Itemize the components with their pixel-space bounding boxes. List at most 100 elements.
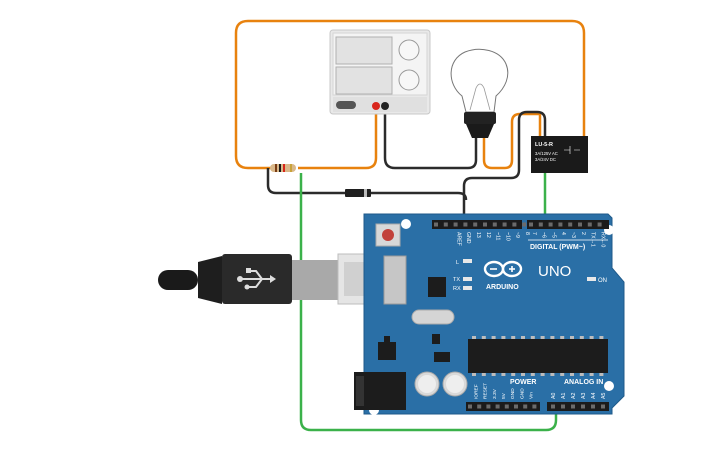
header-pin-socket[interactable] bbox=[495, 404, 500, 409]
reset-button-cap[interactable] bbox=[382, 229, 394, 241]
usb-icon bbox=[237, 268, 276, 290]
led-tx bbox=[463, 277, 472, 281]
chip-pin bbox=[511, 336, 516, 339]
digital-pin-socket[interactable] bbox=[538, 222, 543, 227]
current-display bbox=[335, 66, 393, 95]
digital-pin-socket[interactable] bbox=[453, 222, 458, 227]
chip-pin bbox=[530, 373, 535, 376]
wire-orange-supply[interactable] bbox=[298, 110, 378, 170]
wire-black-resistor-diode[interactable] bbox=[266, 168, 345, 195]
digital-pin-socket[interactable] bbox=[492, 222, 497, 227]
chip-pin bbox=[550, 373, 555, 376]
resistor[interactable] bbox=[270, 164, 296, 172]
voltage-knob[interactable] bbox=[398, 39, 420, 61]
digital-header-2[interactable] bbox=[527, 220, 609, 229]
chip-pin bbox=[481, 336, 486, 339]
relay[interactable]: LU-5-R 3A/125V AC 3A/24V DC bbox=[531, 136, 588, 173]
digital-pin-socket[interactable] bbox=[473, 222, 478, 227]
wire-orange-bulb[interactable] bbox=[482, 112, 542, 170]
header-pin-socket[interactable] bbox=[581, 404, 585, 409]
power-switch[interactable] bbox=[336, 101, 356, 109]
digital-pin-dots[interactable] bbox=[434, 222, 602, 227]
crystal bbox=[411, 309, 455, 325]
digital-pin-socket[interactable] bbox=[568, 222, 573, 227]
usb-cable[interactable] bbox=[158, 253, 385, 305]
digital-pin-socket[interactable] bbox=[512, 222, 517, 227]
bottom-pin-dots[interactable] bbox=[468, 404, 605, 409]
header-pin-socket[interactable] bbox=[504, 404, 509, 409]
atmega-chip bbox=[468, 339, 608, 373]
power-supply[interactable] bbox=[329, 29, 431, 115]
chip-pin bbox=[491, 336, 496, 339]
chip-pin bbox=[491, 373, 496, 376]
digital-pin-label: ~3 bbox=[570, 232, 576, 238]
digital-pin-label: TX→1 bbox=[590, 232, 596, 247]
digital-pin-label: 12 bbox=[485, 232, 491, 238]
digital-pin-socket[interactable] bbox=[529, 222, 533, 227]
chip-pin bbox=[481, 373, 486, 376]
header-pin-socket[interactable] bbox=[514, 404, 518, 409]
board-brand: ARDUINO bbox=[486, 284, 519, 291]
led-rx-label: RX bbox=[453, 286, 461, 292]
current-knob[interactable] bbox=[398, 69, 420, 91]
header-pin-socket[interactable] bbox=[591, 404, 595, 409]
digital-pin-socket[interactable] bbox=[522, 222, 527, 227]
power-pin-label: 3.3V bbox=[492, 388, 498, 399]
analog-pin-label: A2 bbox=[571, 393, 577, 399]
board-name: UNO bbox=[538, 263, 571, 280]
digital-pin-socket[interactable] bbox=[578, 222, 582, 227]
header-pin-socket[interactable] bbox=[571, 404, 575, 409]
digital-label: DIGITAL (PWM~) bbox=[530, 244, 585, 251]
digital-pin-socket[interactable] bbox=[597, 222, 602, 227]
header-pin-socket[interactable] bbox=[477, 404, 482, 409]
chip-pin bbox=[521, 373, 525, 376]
digital-pin-label: ~11 bbox=[495, 232, 501, 241]
wire-black-relay-gnd[interactable] bbox=[462, 110, 547, 222]
chip-pin bbox=[472, 336, 476, 339]
led-rx bbox=[463, 286, 472, 290]
led-tx-label: TX bbox=[453, 277, 460, 283]
digital-pin-socket[interactable] bbox=[463, 222, 468, 227]
wire-green-resistor-a0[interactable] bbox=[299, 173, 558, 432]
digital-pin-socket[interactable] bbox=[434, 222, 438, 227]
infinity-logo-icon bbox=[483, 260, 523, 278]
digital-pin-label: ~6 bbox=[541, 232, 547, 238]
analog-pin-label: A0 bbox=[551, 393, 557, 399]
digital-pin-socket[interactable] bbox=[443, 222, 448, 227]
led-l bbox=[463, 259, 472, 263]
analog-pin-label: A3 bbox=[581, 393, 587, 399]
chip-pin bbox=[472, 373, 476, 376]
power-pin-label: RESET bbox=[483, 383, 489, 399]
light-bulb-icon[interactable] bbox=[450, 48, 509, 138]
supply-negative-terminal[interactable] bbox=[381, 102, 389, 110]
digital-pin-socket[interactable] bbox=[558, 222, 563, 227]
header-pin-socket[interactable] bbox=[486, 404, 491, 409]
supply-positive-terminal[interactable] bbox=[372, 102, 380, 110]
header-pin-socket[interactable] bbox=[561, 404, 565, 409]
relay-model: LU-5-R bbox=[535, 142, 553, 148]
chip-pin bbox=[589, 373, 594, 376]
power-pin-label: 5V bbox=[501, 392, 507, 399]
analog-header[interactable] bbox=[547, 402, 609, 411]
header-pin-socket[interactable] bbox=[523, 404, 528, 409]
wire-black-diode-relay[interactable] bbox=[371, 191, 468, 201]
digital-pin-socket[interactable] bbox=[587, 222, 592, 227]
wire-orange-loop[interactable] bbox=[234, 19, 586, 170]
regulator bbox=[378, 342, 396, 360]
voltage-display bbox=[335, 36, 393, 65]
header-pin-socket[interactable] bbox=[532, 404, 537, 409]
header-pin-socket[interactable] bbox=[551, 404, 555, 409]
power-label: POWER bbox=[510, 379, 536, 386]
digital-pin-socket[interactable] bbox=[483, 222, 487, 227]
header-pin-socket[interactable] bbox=[468, 404, 472, 409]
digital-pin-socket[interactable] bbox=[502, 222, 507, 227]
chip-pin bbox=[570, 373, 574, 376]
digital-pin-socket[interactable] bbox=[548, 222, 553, 227]
diode[interactable] bbox=[345, 189, 371, 197]
chip-pin bbox=[579, 373, 584, 376]
wire-black-supply-bulb[interactable] bbox=[383, 110, 478, 170]
header-pin-socket[interactable] bbox=[601, 404, 605, 409]
power-header[interactable] bbox=[466, 402, 540, 411]
